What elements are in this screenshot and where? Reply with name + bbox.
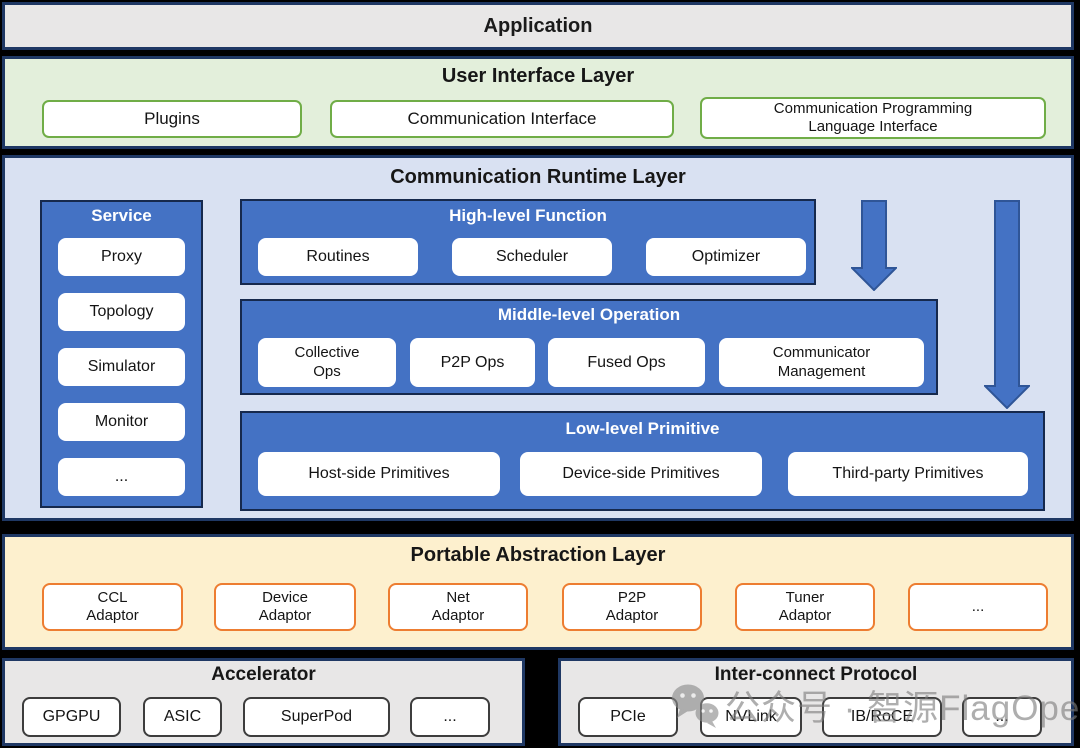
high-level-panel: High-level Function Routines Scheduler O… — [240, 199, 816, 285]
pal-item-p2p-adaptor: P2P Adaptor — [562, 583, 702, 631]
middle-level-title: Middle-level Operation — [497, 305, 681, 324]
service-item-more: ... — [58, 458, 185, 496]
low-level-title: Low-level Primitive — [565, 419, 720, 438]
pal-item-net-adaptor: Net Adaptor — [388, 583, 528, 631]
application-title: Application — [483, 14, 593, 37]
low-level-panel: Low-level Primitive Host-side Primitives… — [240, 411, 1045, 511]
service-item-topology: Topology — [58, 293, 185, 331]
service-item-simulator: Simulator — [58, 348, 185, 386]
interconnect-item-nvlink: NVLink — [700, 697, 802, 737]
pal-item-device-adaptor: Device Adaptor — [214, 583, 356, 631]
high-level-item-routines: Routines — [258, 238, 418, 276]
ui-box-plugins: Plugins — [42, 100, 302, 138]
high-level-item-scheduler: Scheduler — [452, 238, 612, 276]
interconnect-item-pcie: PCIe — [578, 697, 678, 737]
middle-level-item-collective-ops: Collective Ops — [258, 338, 396, 387]
pal-panel: Portable Abstraction Layer CCL Adaptor D… — [2, 534, 1074, 650]
service-item-proxy: Proxy — [58, 238, 185, 276]
ui-layer-title: User Interface Layer — [441, 65, 635, 87]
middle-level-item-communicator-management: Communicator Management — [719, 338, 924, 387]
interconnect-title: Inter-connect Protocol — [714, 664, 918, 685]
middle-level-item-p2p-ops: P2P Ops — [410, 338, 535, 387]
interconnect-item-more: ... — [962, 697, 1042, 737]
interconnect-panel: Inter-connect Protocol PCIe NVLink IB/Ro… — [558, 658, 1074, 746]
high-level-item-optimizer: Optimizer — [646, 238, 806, 276]
accelerator-item-superpod: SuperPod — [243, 697, 390, 737]
down-arrow-icon — [851, 200, 897, 291]
application-bar: Application — [2, 2, 1074, 50]
ui-box-programming-language-interface: Communication Programming Language Inter… — [700, 97, 1046, 139]
down-arrow-long-icon — [984, 200, 1030, 409]
ui-layer-panel: User Interface Layer Plugins Communicati… — [2, 56, 1074, 149]
interconnect-item-ib-roce: IB/RoCE — [822, 697, 942, 737]
runtime-layer-panel: Communication Runtime Layer Service Prox… — [2, 155, 1074, 521]
accelerator-item-asic: ASIC — [143, 697, 222, 737]
accelerator-panel: Accelerator GPGPU ASIC SuperPod ... — [2, 658, 525, 746]
high-level-title: High-level Function — [449, 206, 607, 225]
runtime-layer-title: Communication Runtime Layer — [390, 166, 686, 188]
low-level-item-device-side: Device-side Primitives — [520, 452, 762, 496]
service-item-monitor: Monitor — [58, 403, 185, 441]
low-level-item-host-side: Host-side Primitives — [258, 452, 500, 496]
accelerator-title: Accelerator — [211, 664, 316, 685]
pal-title: Portable Abstraction Layer — [410, 544, 666, 566]
low-level-item-third-party: Third-party Primitives — [788, 452, 1028, 496]
accelerator-item-more: ... — [410, 697, 490, 737]
service-panel: Service Proxy Topology Simulator Monitor… — [40, 200, 203, 508]
middle-level-panel: Middle-level Operation Collective Ops P2… — [240, 299, 938, 395]
middle-level-item-fused-ops: Fused Ops — [548, 338, 705, 387]
service-title: Service — [91, 206, 152, 225]
ui-box-communication-interface: Communication Interface — [330, 100, 674, 138]
pal-item-more: ... — [908, 583, 1048, 631]
pal-item-ccl-adaptor: CCL Adaptor — [42, 583, 183, 631]
pal-item-tuner-adaptor: Tuner Adaptor — [735, 583, 875, 631]
accelerator-item-gpgpu: GPGPU — [22, 697, 121, 737]
